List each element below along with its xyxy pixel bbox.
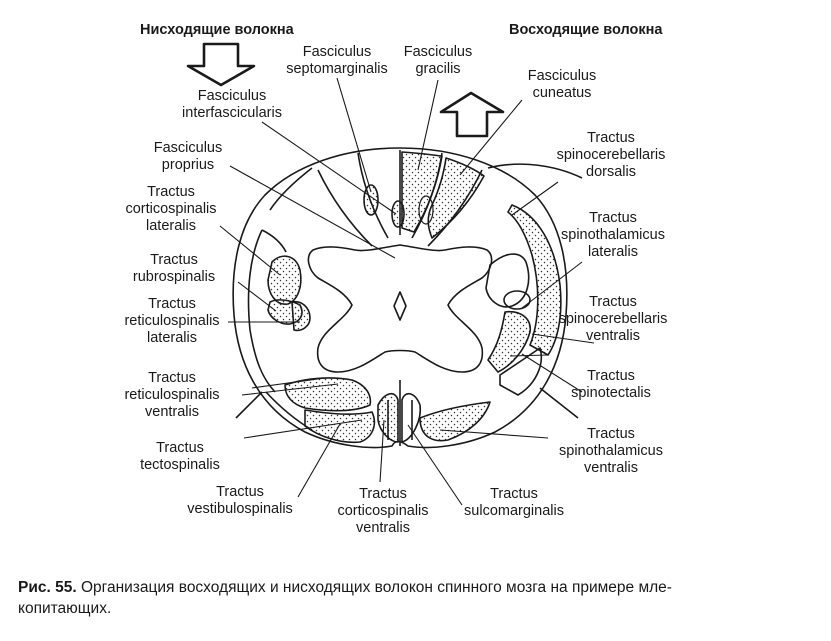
tractus-spinothalamicus-ventralis-area	[419, 401, 491, 442]
descending-fibers-header: Нисходящие волокна	[140, 22, 294, 38]
figure-caption: Рис. 55. Организация восходящих и нисход…	[18, 577, 818, 619]
label-tractus-sulcomarginalis: Tractus sulcomarginalis	[464, 486, 564, 519]
tractus-tectospinalis-area	[304, 409, 376, 444]
label-tractus-corticospinalis-lateralis: Tractus corticospinalis lateralis	[125, 184, 217, 234]
dorsal-root-right	[487, 163, 583, 179]
label-tractus-spinocerebellaris-ventralis: Tractus spinocerebellaris ventralis	[558, 294, 668, 344]
label-tractus-rubrospinalis: Tractus rubrospinalis	[132, 252, 216, 285]
tractus-reticulospinalis-ventralis-area	[284, 377, 372, 412]
ascending-fibers-header: Восходящие волокна	[509, 22, 663, 38]
label-fasciculus-gracilis: Fasciculus gracilis	[403, 44, 473, 77]
fasciculus-septomarginalis-area	[363, 184, 379, 216]
tractus-spinotectalis-area	[499, 347, 542, 396]
central-canal	[393, 291, 407, 321]
tractus-reticulospinalis-lateralis-area	[291, 300, 311, 332]
label-tractus-spinocerebellaris-dorsalis: Tractus spinocerebellaris dorsalis	[556, 130, 666, 180]
label-tractus-vestibulospinalis: Tractus vestibulospinalis	[187, 484, 293, 517]
label-fasciculus-cuneatus: Fasciculus cuneatus	[527, 68, 597, 101]
label-tractus-spinothalamicus-ventralis: Tractus spinothalamicus ventralis	[559, 426, 663, 476]
label-tractus-reticulospinalis-ventralis: Tractus reticulospinalis ventralis	[124, 370, 220, 420]
label-tractus-tectospinalis: Tractus tectospinalis	[140, 440, 220, 473]
label-fasciculus-interfascicularis: Fasciculus interfascicularis	[182, 88, 282, 121]
label-tractus-reticulospinalis-lateralis: Tractus reticulospinalis lateralis	[124, 296, 220, 346]
label-tractus-spinothalamicus-lateralis: Tractus spinothalamicus lateralis	[561, 210, 665, 260]
tractus-corticospinalis-lateralis-area	[267, 255, 302, 305]
tractus-spinothalamicus-lateralis-area	[485, 253, 530, 308]
fasciculus-gracilis-area	[401, 151, 443, 233]
label-tractus-spinotectalis: Tractus spinotectalis	[571, 368, 651, 401]
caption-text: Организация восходящих и нисходящих воло…	[18, 579, 672, 617]
dorsal-root-left	[269, 167, 313, 211]
ascending-arrow-icon	[439, 91, 505, 138]
gray-matter	[307, 244, 493, 373]
label-tractus-corticospinalis-ventralis: Tractus corticospinalis ventralis	[337, 486, 429, 536]
tractus-vestibulospinalis-area	[265, 391, 313, 431]
ventral-root-left	[235, 391, 263, 419]
tractus-sulcomarginalis-area	[401, 392, 422, 443]
ventral-root-right	[539, 387, 579, 419]
descending-arrow-icon	[186, 42, 256, 87]
tractus-spinocerebellaris-ventralis-area	[487, 310, 531, 373]
caption-label: Рис. 55.	[18, 579, 77, 596]
fasciculus-cuneatus-area	[427, 157, 485, 239]
label-fasciculus-proprius: Fasciculus proprius	[153, 140, 223, 173]
label-fasciculus-septomarginalis: Fasciculus septomarginalis	[286, 44, 388, 77]
